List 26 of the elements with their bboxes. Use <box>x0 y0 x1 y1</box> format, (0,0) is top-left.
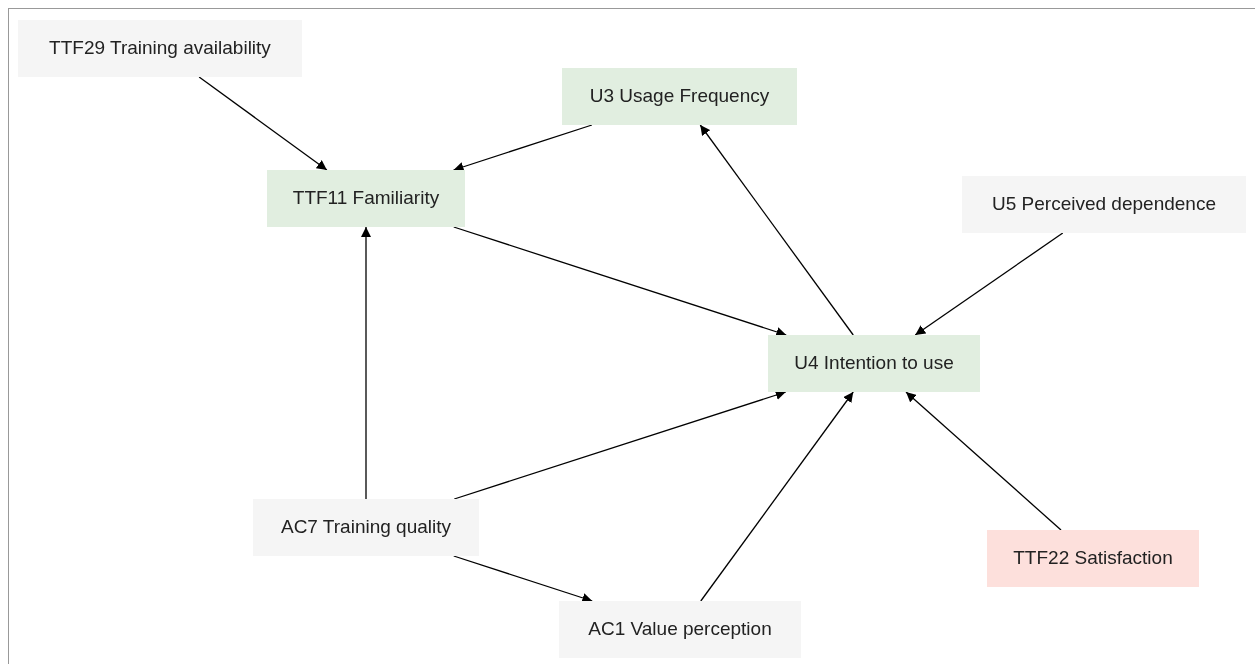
factor-label: AC7 Training quality <box>280 515 451 540</box>
factor-label: U5 Perceived dependence <box>992 192 1216 217</box>
factor-label: AC1 Value perception <box>588 617 772 642</box>
arrow <box>700 391 854 602</box>
factor-box <box>253 499 479 556</box>
factor-label: TTF22 Satisfaction <box>1013 546 1173 571</box>
arrow <box>453 390 787 500</box>
factor-label: TTF11 Familiarity <box>292 186 440 211</box>
arrow <box>453 226 787 337</box>
factor-box <box>562 68 797 125</box>
factor-box <box>18 20 302 77</box>
factor-label: TTF29 Training availability <box>49 36 271 61</box>
factor-box <box>987 530 1199 587</box>
factor-box <box>267 170 465 227</box>
arrow <box>905 391 1062 531</box>
arrow <box>452 124 593 172</box>
arrow <box>361 226 371 500</box>
factor-label: U3 Usage Frequency <box>589 84 770 109</box>
arrow <box>699 124 854 336</box>
factor-label: U4 Intention to use <box>794 351 954 376</box>
factor-box <box>768 335 980 392</box>
arrow <box>453 555 593 603</box>
arrow <box>198 76 328 171</box>
factor-box <box>559 601 801 658</box>
arrow <box>914 232 1064 336</box>
factor-box <box>962 176 1246 233</box>
